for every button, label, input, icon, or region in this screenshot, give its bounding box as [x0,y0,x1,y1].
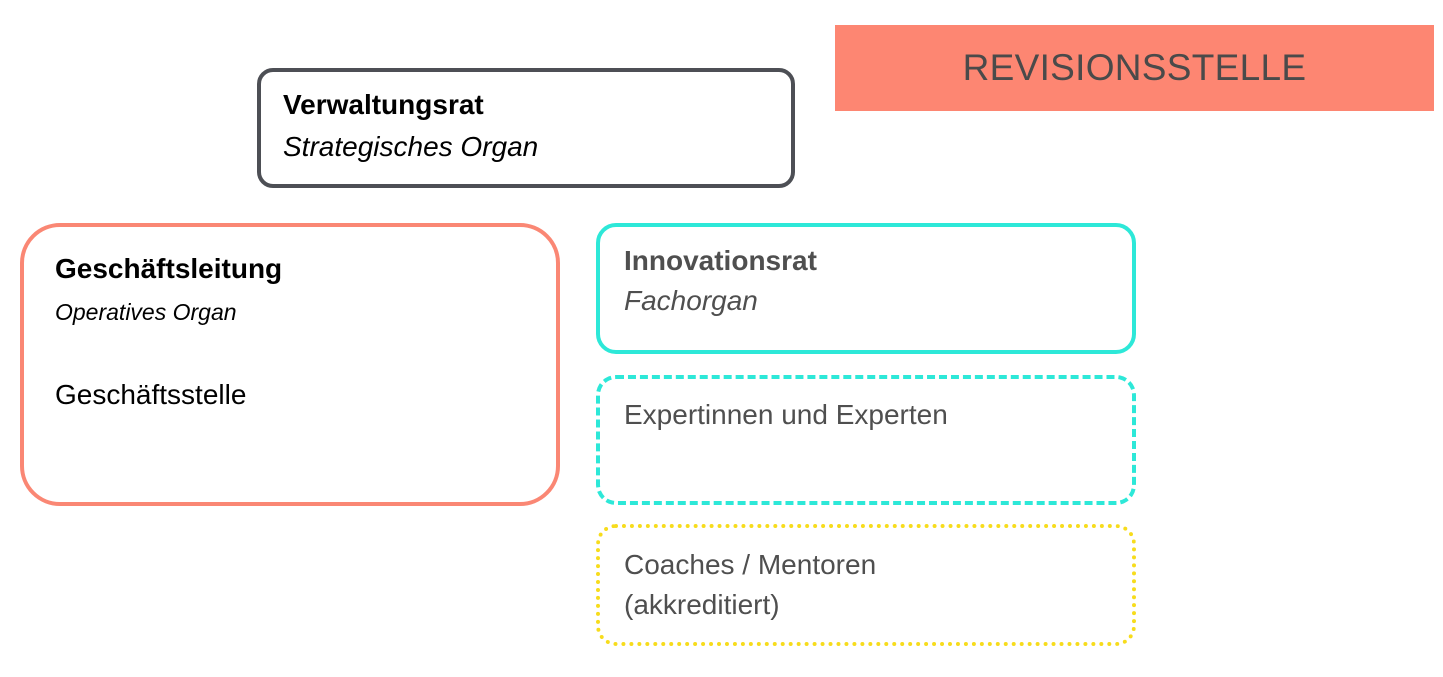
innovationsrat-box: Innovationsrat Fachorgan [596,223,1136,354]
geschaeftsleitung-title: Geschäftsleitung [55,253,283,284]
innovationsrat-subtitle: Fachorgan [624,285,758,316]
verwaltungsrat-subtitle: Strategisches Organ [283,131,539,162]
geschaeftsstelle-label: Geschäftsstelle [55,379,247,410]
revisionsstelle-box: REVISIONSSTELLE [835,25,1434,111]
coaches-box: Coaches / Mentoren (akkreditiert) [596,524,1136,646]
coaches-accreditation-label: (akkreditiert) [624,589,780,620]
verwaltungsrat-box: Verwaltungsrat Strategisches Organ [257,68,795,188]
verwaltungsrat-title: Verwaltungsrat [283,89,484,120]
innovationsrat-title: Innovationsrat [624,245,817,276]
coaches-label: Coaches / Mentoren [624,549,877,580]
revisionsstelle-label: REVISIONSSTELLE [962,47,1307,88]
geschaeftsleitung-box: Geschäftsleitung Operatives Organ Geschä… [20,223,560,506]
experten-box: Expertinnen und Experten [596,375,1136,505]
geschaeftsleitung-subtitle: Operatives Organ [55,299,237,325]
experten-label: Expertinnen und Experten [624,399,948,430]
